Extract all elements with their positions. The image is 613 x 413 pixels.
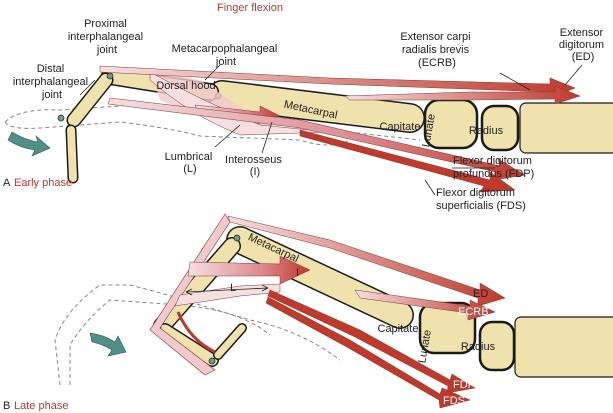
dip-joint-marker <box>57 114 65 122</box>
interosseus-arrow-b <box>187 255 311 285</box>
dip-joint-marker-b <box>208 357 216 365</box>
fds-tendon-arrow-b <box>265 296 471 409</box>
panel-b-letter: B <box>3 400 10 412</box>
fdp-tendon-arrow-b <box>267 289 476 394</box>
radius-label-b: Radius <box>461 341 496 353</box>
panel-b-phase: Late phase <box>14 400 68 412</box>
ed-tendon-arrow-b <box>227 215 506 307</box>
dip-joint-label: Distal interphalangeal joint <box>13 63 91 101</box>
flexion-motion-arrow-icon <box>7 131 51 157</box>
fds-label: Flexor digitorum superficialis (FDS) <box>436 187 526 212</box>
capitate-label-b: Capitate <box>378 323 419 335</box>
radius-label-a: Radius <box>469 125 504 137</box>
mcp-joint-marker-b <box>233 234 241 242</box>
ecrb-tendon-arrow <box>344 85 581 105</box>
lunate-bone <box>480 104 520 152</box>
diagram-title: Finger flexion <box>217 2 283 14</box>
ed-label-b: ED <box>473 288 488 300</box>
lumbrical-double-arrow <box>185 284 269 296</box>
ecrb-tendon-arrow-b <box>354 289 496 321</box>
ecrb-label-b: ECRB <box>458 306 489 318</box>
interosseus-label: Interosseus (I) <box>225 154 285 178</box>
ecrb-label: Extensor carpi radialis brevis (ECRB) <box>400 31 473 69</box>
interosseus-label-b: I <box>296 267 299 279</box>
flexion-motion-arrow-icon-b <box>89 332 127 357</box>
panel-a-phase: Early phase <box>14 177 72 189</box>
dorsal-hood-label: Dorsal hood <box>156 80 215 92</box>
lumbrical-label-b: L <box>230 282 236 294</box>
panel-a-letter: A <box>3 177 11 189</box>
lunate-label-b: Lunate <box>416 329 434 364</box>
fdp-label: Flexor digitorum profundus (FDP) <box>453 155 535 180</box>
panel-a: Proximal interphalangeal joint Distal in… <box>3 18 613 212</box>
pip-joint-marker <box>106 72 114 80</box>
pip-joint-label: Proximal interphalangeal joint <box>68 18 146 56</box>
fds-tendon-arrow <box>299 129 516 193</box>
mcp-joint-label: Metacarpophalangeal joint <box>172 43 281 68</box>
panel-b: Metacarpal I L ED ECRB Capitate Lunate R… <box>3 213 613 412</box>
flexor-in-finger-b <box>176 311 216 354</box>
bones-b <box>153 226 613 378</box>
lunate-label-a: Lunate <box>420 113 438 148</box>
lunate-bone-b <box>478 320 516 372</box>
radius-bone-b <box>514 316 613 378</box>
lumbrical-label: Lumbrical (L) <box>165 151 216 175</box>
fdp-label-b: FDP <box>453 379 475 391</box>
fds-label-b: FDS <box>443 395 465 407</box>
ed-label: Extensor digitorum (ED) <box>559 27 607 63</box>
radius-bone <box>519 102 613 154</box>
lumbrical-b <box>174 283 281 307</box>
tendons-a <box>99 65 581 193</box>
capitate-label-a: Capitate <box>380 121 421 133</box>
fdp-tendon-arrow <box>107 97 526 181</box>
tendons-b <box>149 213 506 409</box>
leader-lines-a <box>79 64 583 196</box>
